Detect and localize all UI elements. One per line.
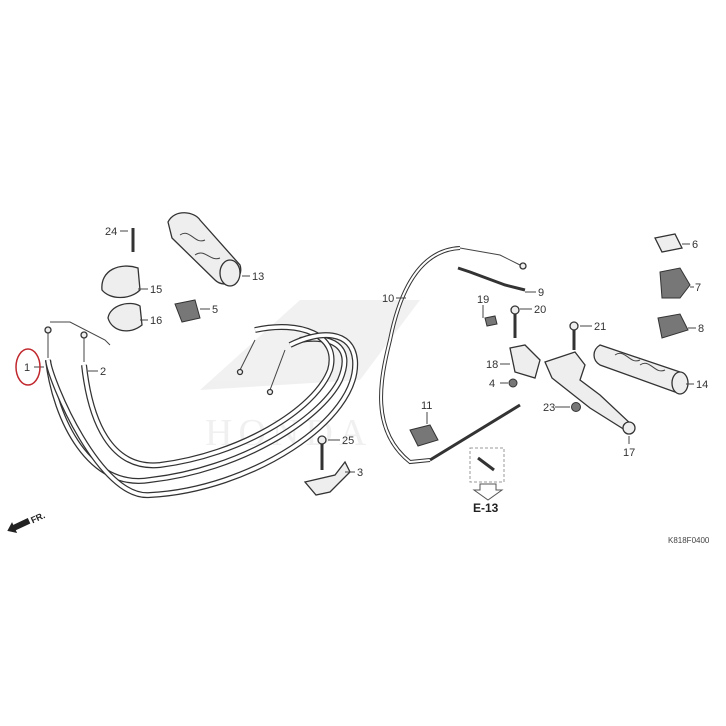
callout-10[interactable]: 10 — [382, 293, 394, 305]
callout-23[interactable]: 23 — [543, 402, 555, 414]
callout-24[interactable]: 24 — [105, 226, 117, 238]
callout-19[interactable]: 19 — [477, 294, 489, 306]
left-grip — [167, 212, 242, 287]
throttle-housing — [101, 228, 201, 332]
clutch-cable — [379, 246, 527, 501]
callout-7[interactable]: 7 — [695, 282, 701, 294]
right-grip — [593, 344, 689, 395]
callout-8[interactable]: 8 — [698, 323, 704, 335]
callout-3[interactable]: 3 — [357, 467, 363, 479]
callout-15[interactable]: 15 — [150, 284, 162, 296]
callout-4[interactable]: 4 — [489, 378, 495, 390]
callout-14[interactable]: 14 — [696, 379, 708, 391]
callout-labels: 1 2 3 4 5 6 7 8 9 10 11 13 14 15 16 17 1… — [24, 226, 710, 545]
callout-6[interactable]: 6 — [692, 239, 698, 251]
cable-bracket — [303, 435, 351, 496]
drawing-code: K818F0400 — [668, 536, 710, 545]
callout-5[interactable]: 5 — [212, 304, 218, 316]
callout-21[interactable]: 21 — [594, 321, 606, 333]
callout-1[interactable]: 1 — [24, 362, 30, 374]
callout-11[interactable]: 11 — [421, 400, 432, 412]
throttle-cables — [44, 321, 359, 499]
reference-e13[interactable]: E-13 — [473, 501, 499, 515]
callout-2[interactable]: 2 — [100, 366, 106, 378]
callout-25[interactable]: 25 — [342, 435, 354, 447]
front-direction-arrow: FR. — [7, 510, 47, 533]
callout-13[interactable]: 13 — [252, 271, 264, 283]
leader-lines — [34, 230, 696, 473]
callout-17[interactable]: 17 — [623, 447, 635, 459]
highlight-circle — [15, 348, 41, 386]
clutch-lever — [484, 305, 636, 435]
callout-18[interactable]: 18 — [486, 359, 498, 371]
callout-9[interactable]: 9 — [538, 287, 544, 299]
callout-20[interactable]: 20 — [534, 304, 546, 316]
switches — [654, 233, 691, 339]
svg-text:FR.: FR. — [29, 510, 46, 525]
callout-16[interactable]: 16 — [150, 315, 162, 327]
